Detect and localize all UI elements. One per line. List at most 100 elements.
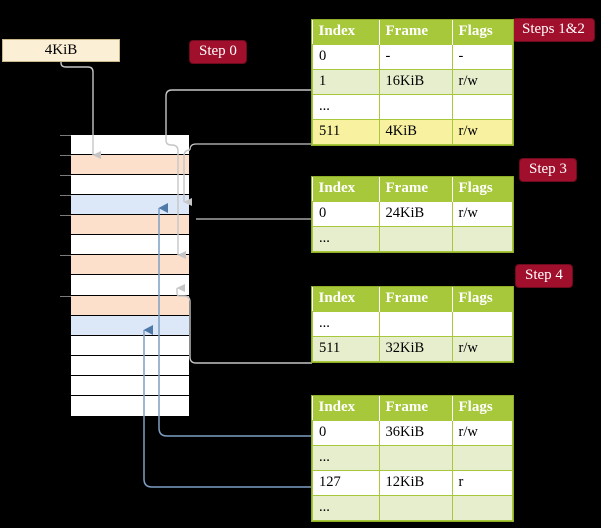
- badge-step-0: Step 0: [190, 41, 246, 63]
- memory-row-tick: [60, 195, 71, 197]
- memory-row-tick: [60, 175, 71, 177]
- memory-block-4kib: 4KiB: [2, 39, 120, 62]
- table-row: 1 16KiB r/w: [312, 69, 513, 95]
- memory-row-tick: [60, 255, 71, 257]
- column-header-frame: Frame: [379, 287, 453, 312]
- page-table-level2: Index Frame Flags ... 511 32KiB r/w: [312, 287, 513, 362]
- memory-row: [60, 215, 189, 236]
- badge-steps-1-2-label: Steps 1&2: [522, 21, 585, 37]
- column-header-frame: Frame: [379, 396, 453, 421]
- cell-frame: 16KiB: [378, 69, 453, 95]
- column-header-frame: Frame: [379, 177, 453, 202]
- memory-row: [60, 295, 189, 316]
- cell-frame: -: [378, 44, 453, 70]
- cell-flags: [451, 445, 513, 471]
- memory-row: [71, 315, 189, 336]
- table-row: ...: [312, 445, 513, 471]
- cell-frame: 36KiB: [378, 420, 453, 446]
- memory-row: [60, 175, 189, 196]
- page-table-level3: Index Frame Flags 0 36KiB r/w ... 127 12…: [312, 396, 513, 521]
- cell-index: ...: [312, 94, 380, 120]
- cell-index: ...: [312, 226, 380, 252]
- table-row: 511 32KiB r/w: [312, 336, 513, 362]
- cell-frame: [378, 445, 453, 471]
- cell-flags: r/w: [451, 119, 513, 145]
- memory-row: [71, 275, 189, 296]
- cell-index: 0: [312, 420, 380, 446]
- table-row: 127 12KiB r: [312, 470, 513, 496]
- badge-step-3: Step 3: [520, 159, 576, 181]
- cell-flags: r/w: [451, 420, 513, 446]
- column-header-frame: Frame: [379, 20, 453, 45]
- cell-frame: 24KiB: [378, 201, 453, 227]
- badge-step-0-label: Step 0: [199, 43, 237, 59]
- cell-flags: r/w: [451, 69, 513, 95]
- cell-frame: [378, 311, 453, 337]
- column-header-index: Index: [312, 396, 380, 421]
- cell-flags: [451, 94, 513, 120]
- column-header-flags: Flags: [452, 396, 513, 421]
- table-row: 0 36KiB r/w: [312, 420, 513, 446]
- badge-step-4-label: Step 4: [525, 267, 563, 283]
- badge-step-4: Step 4: [516, 265, 572, 287]
- column-header-index: Index: [312, 287, 380, 312]
- memory-row-tick: [60, 295, 71, 297]
- table-header-row: Index Frame Flags: [312, 287, 513, 312]
- cell-index: 0: [312, 44, 380, 70]
- cell-frame: [378, 94, 453, 120]
- cell-flags: r/w: [451, 336, 513, 362]
- cell-index: ...: [312, 445, 380, 471]
- column-header-flags: Flags: [452, 287, 513, 312]
- cell-frame: 4KiB: [378, 119, 453, 145]
- page-table-level1: Index Frame Flags 0 24KiB r/w ...: [312, 177, 513, 252]
- memory-row: [60, 155, 189, 176]
- cell-flags: r: [451, 470, 513, 496]
- cell-flags: [451, 311, 513, 337]
- table-row: ...: [312, 226, 513, 252]
- table-row: ...: [312, 495, 513, 521]
- memory-row: [60, 135, 189, 156]
- cell-flags: [451, 495, 513, 521]
- cell-flags: -: [451, 44, 513, 70]
- column-header-flags: Flags: [452, 20, 513, 45]
- cell-frame: [378, 226, 453, 252]
- cell-index: ...: [312, 311, 380, 337]
- cell-index: 511: [312, 336, 380, 362]
- cell-frame: 32KiB: [378, 336, 453, 362]
- memory-row: [60, 195, 189, 216]
- cell-frame: 12KiB: [378, 470, 453, 496]
- badge-step-3-label: Step 3: [529, 161, 567, 177]
- memory-row-tick: [60, 135, 71, 136]
- memory-column: [60, 134, 190, 416]
- table-row: ...: [312, 311, 513, 337]
- table-row-highlighted: 511 4KiB r/w: [312, 119, 513, 145]
- cell-flags: [451, 226, 513, 252]
- memory-row: [71, 395, 189, 416]
- memory-row: [71, 235, 189, 256]
- table-row: ...: [312, 94, 513, 120]
- cell-index: 511: [312, 119, 380, 145]
- memory-block-label: 4KiB: [44, 42, 78, 58]
- column-header-index: Index: [312, 20, 380, 45]
- memory-row: [71, 355, 189, 376]
- cell-index: 127: [312, 470, 380, 496]
- memory-row: [71, 335, 189, 356]
- cell-index: 1: [312, 69, 380, 95]
- memory-row: [71, 375, 189, 396]
- column-header-index: Index: [312, 177, 380, 202]
- memory-row-tick: [60, 155, 71, 157]
- cell-index: 0: [312, 201, 380, 227]
- table-row: 0 24KiB r/w: [312, 201, 513, 227]
- table-header-row: Index Frame Flags: [312, 177, 513, 202]
- cell-frame: [378, 495, 453, 521]
- cell-flags: r/w: [451, 201, 513, 227]
- memory-row: [60, 255, 189, 276]
- cell-index: ...: [312, 495, 380, 521]
- table-row: 0 - -: [312, 44, 513, 70]
- memory-row-tick: [60, 215, 71, 217]
- column-header-flags: Flags: [452, 177, 513, 202]
- table-header-row: Index Frame Flags: [312, 396, 513, 421]
- badge-steps-1-2: Steps 1&2: [513, 19, 594, 41]
- table-header-row: Index Frame Flags: [312, 20, 513, 45]
- page-table-level0: Index Frame Flags 0 - - 1 16KiB r/w ... …: [312, 20, 513, 145]
